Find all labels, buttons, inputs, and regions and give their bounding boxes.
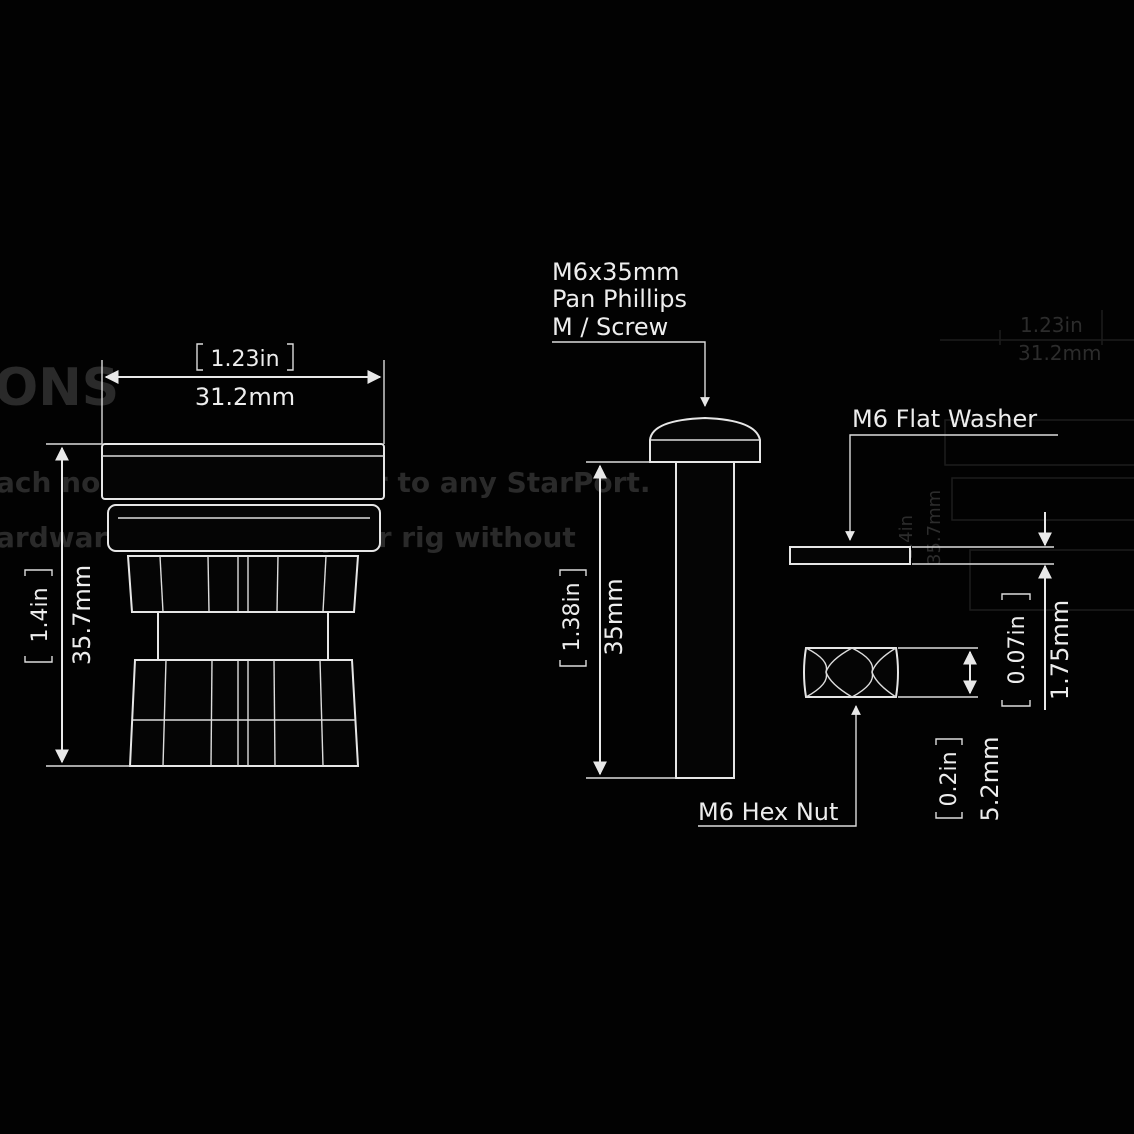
screw-shank [675, 461, 735, 779]
screw-length-in: 1.38in [560, 582, 585, 651]
screw-label-line-3: M / Screw [552, 313, 668, 341]
starport-flange [101, 443, 385, 500]
starport-neck [157, 611, 329, 661]
starport-collar [107, 504, 381, 552]
hex-nut-height-mm: 5.2mm [976, 737, 1004, 822]
starport-upper-lugs [126, 555, 360, 613]
screw-label-line-1: M6x35mm [552, 258, 679, 286]
washer-thickness-in: 0.07in [1005, 615, 1030, 684]
washer-thickness-mm: 1.75mm [1046, 600, 1074, 700]
screw-drawing: M6x35mm Pan Phillips M / Screw 1.38in 35… [552, 258, 761, 779]
screw-length-mm: 35mm [600, 578, 628, 655]
starport-height-mm: 35.7mm [68, 565, 96, 665]
hex-nut-drawing: M6 Hex Nut 0.2in 5.2mm [698, 647, 1004, 827]
starport-drawing: 1.23in 31.2mm 1.4in 35.7mm [24, 343, 385, 767]
starport-height-in: 1.4in [28, 587, 53, 642]
faint-copy-drawing: 1.23in 31.2mm 1.4in 35.7mm [896, 310, 1134, 611]
starport-lower-lugs [128, 659, 360, 767]
screw-label-line-2: Pan Phillips [552, 285, 687, 313]
hex-nut-label: M6 Hex Nut [698, 798, 838, 826]
starport-width-mm: 31.2mm [195, 383, 295, 411]
faint-width-in: 1.23in [1020, 313, 1083, 337]
hex-nut-height-in: 0.2in [937, 751, 962, 806]
starport-width-in: 1.23in [210, 347, 279, 372]
flat-washer [789, 546, 911, 565]
faint-width-mm: 31.2mm [1018, 341, 1102, 365]
washer-label: M6 Flat Washer [852, 405, 1037, 433]
washer-drawing: M6 Flat Washer 0.07in 1.75mm [789, 405, 1074, 710]
background-heading: ONS [0, 358, 119, 418]
faint-height-mm: 35.7mm [924, 490, 945, 565]
